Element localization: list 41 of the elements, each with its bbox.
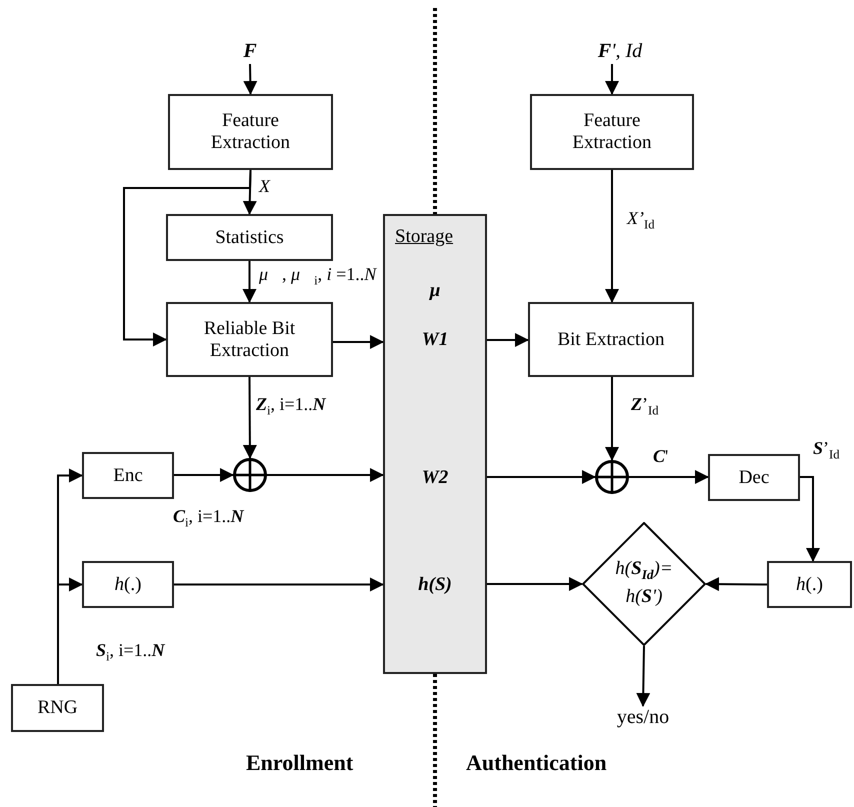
storage-panel [383,214,487,674]
storage-field-label: W1 [420,329,450,351]
process-box: Feature Extraction [168,94,333,170]
storage-heading: Storage [395,226,454,248]
arrow [174,468,234,482]
arrow [605,64,619,95]
process-box: h(.) [767,561,852,608]
process-box: Reliable Bit Extraction [166,302,333,377]
process-box: Feature Extraction [530,94,694,170]
arrow [267,468,384,482]
arrow [705,577,767,592]
arrow [333,335,384,349]
process-box: Dec [708,454,800,501]
storage-field-label: h(S) [417,574,453,596]
section-label: Authentication [466,750,607,776]
arrow [487,333,529,347]
arrow [800,476,820,562]
arrow [243,64,258,95]
arrow [242,261,256,303]
arrow [57,578,83,684]
input-label: F [236,40,264,64]
arrow [242,377,257,459]
arrow [487,577,583,591]
output-label: yes/no [610,706,676,730]
arrow [605,170,619,303]
process-box: Statistics [166,214,333,261]
storage-field-label: μ [428,280,442,302]
arrow [636,646,650,707]
arrow [629,470,709,484]
process-box: RNG [11,684,104,732]
arrow [605,377,619,461]
decision-text: h(S$_{Id}$)= h(S') [614,558,674,608]
input-label: F', Id [578,40,662,64]
arrow [487,470,596,484]
arrow [123,170,252,346]
process-box: Enc [82,452,174,499]
process-box: h(.) [82,561,174,608]
arrow [174,578,384,592]
section-label: Enrollment [246,750,354,776]
storage-field-label: W2 [420,467,450,489]
process-box: Bit Extraction [528,302,694,377]
